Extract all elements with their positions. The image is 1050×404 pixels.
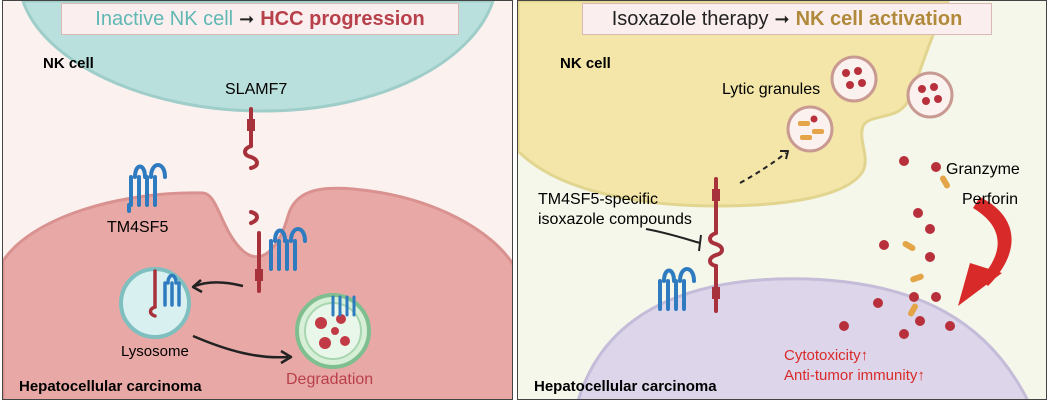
slamf7-receptor	[708, 177, 724, 313]
tm4sf5-protein	[658, 267, 696, 311]
compound-label-line1: TM4SF5-specific	[538, 191, 659, 208]
anti-tumor-immunity-label: Anti-tumor immunity↑	[784, 367, 925, 384]
right-arrow-icon: ➞	[239, 8, 255, 29]
slamf7-receptor	[243, 107, 259, 170]
left-hcc-label: Hepatocellular carcinoma	[19, 378, 202, 395]
signal-arrow	[739, 150, 789, 184]
compound-label-line2: isoxazole compounds	[538, 211, 692, 228]
left-title-outcome: HCC progression	[260, 7, 425, 30]
left-panel: Inactive NK cell ➞ HCC progression NK ce…	[2, 0, 513, 400]
right-panel-graphics	[518, 1, 1029, 399]
lytic-granules-label: Lytic granules	[722, 81, 821, 98]
right-panel: Isoxazole therapy ➞ NK cell activation N…	[517, 0, 1047, 400]
left-title-state: Inactive NK cell	[95, 7, 234, 30]
right-title-state: Isoxazole therapy	[611, 7, 769, 30]
perforin-particles	[902, 175, 950, 317]
left-nk-label: NK cell	[43, 55, 94, 72]
perforin-label: Perforin	[962, 191, 1019, 208]
right-nk-label: NK cell	[560, 55, 611, 72]
right-title: Isoxazole therapy ➞ NK cell activation	[582, 3, 992, 35]
tm4sf5-label: TM4SF5	[107, 219, 169, 236]
left-title: Inactive NK cell ➞ HCC progression	[61, 3, 459, 35]
cytotoxicity-label: Cytotoxicity↑	[784, 347, 869, 364]
cytotoxicity-arrow	[958, 197, 1012, 306]
lysosome	[119, 267, 191, 339]
right-arrow-icon: ➞	[774, 8, 790, 29]
lytic-granule	[906, 71, 954, 119]
lysosome-label: Lysosome	[121, 343, 189, 360]
slamf7-label: SLAMF7	[225, 81, 288, 98]
degradation-vesicle	[295, 293, 371, 369]
degradation-label: Degradation	[286, 371, 374, 388]
inhibition-line	[645, 228, 702, 252]
right-title-outcome: NK cell activation	[795, 7, 963, 30]
lytic-granule	[786, 105, 834, 153]
internalization-arrow	[191, 279, 244, 294]
lytic-granule	[830, 55, 878, 103]
slamf7-tm4sf5-complex	[249, 210, 307, 293]
granzyme-label: Granzyme	[946, 161, 1020, 178]
right-hcc-label: Hepatocellular carcinoma	[534, 378, 717, 395]
tm4sf5-protein	[127, 163, 167, 213]
degradation-arrow	[192, 334, 293, 365]
granzyme-particles	[839, 156, 955, 339]
